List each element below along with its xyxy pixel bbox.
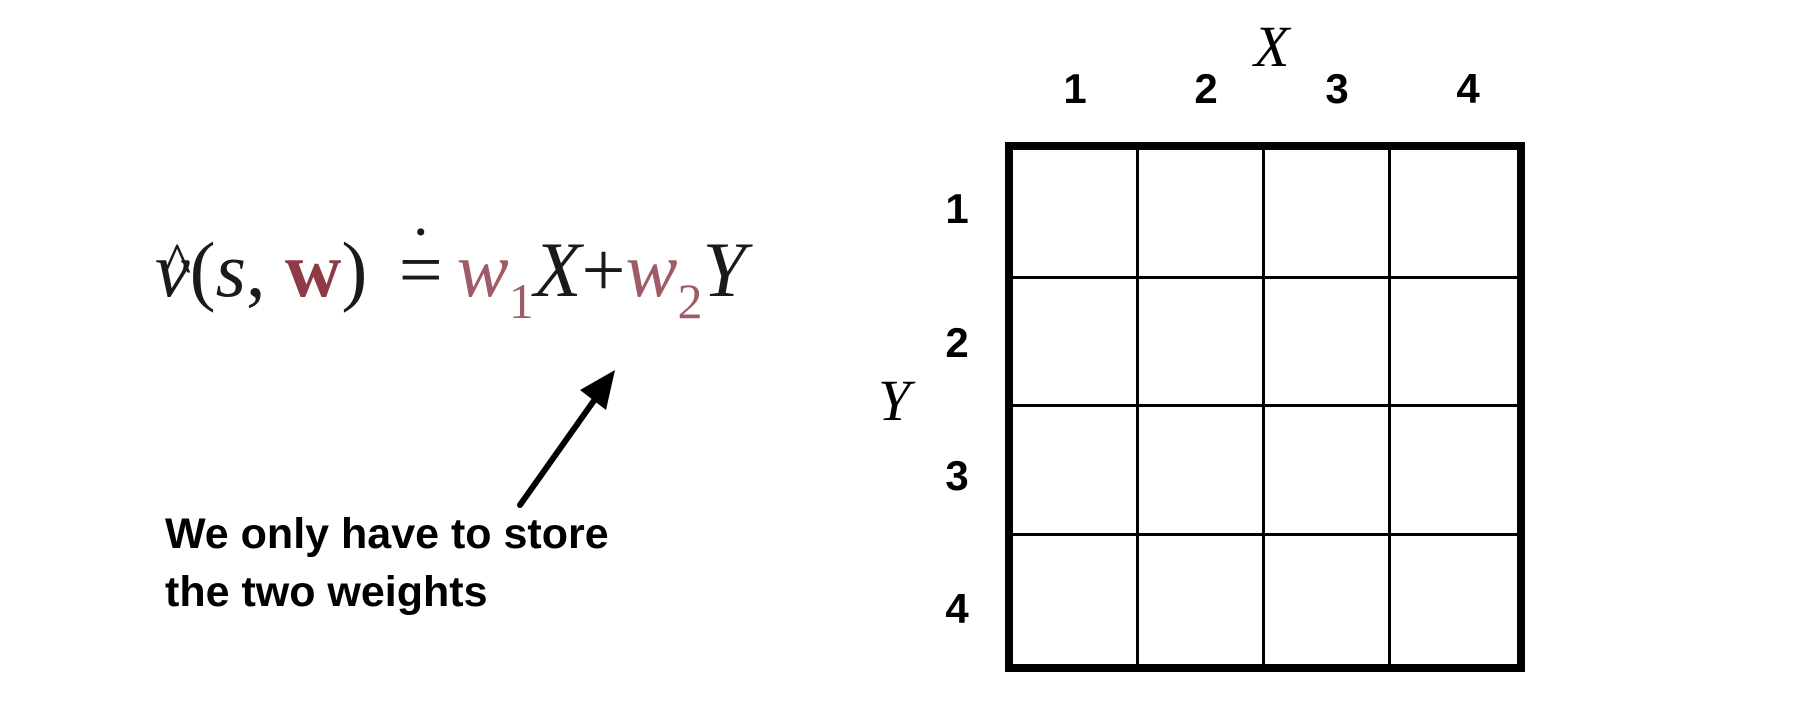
y-tick-2: 2 xyxy=(945,319,969,366)
grid-cell xyxy=(1139,407,1265,536)
defined-as-symbol: = · xyxy=(398,199,443,325)
grid-cell xyxy=(1139,278,1265,407)
weight-vector-symbol: w xyxy=(284,226,342,313)
x-feature-symbol: X xyxy=(533,226,582,313)
weight-2-subscript: 2 xyxy=(677,273,703,329)
grid-cell xyxy=(1391,536,1517,665)
hat-accent: ^ xyxy=(163,231,192,297)
grid-cell xyxy=(1139,150,1265,279)
annotation-line-1: We only have to store xyxy=(165,510,609,558)
x-tick-3: 3 xyxy=(1325,65,1349,112)
grid-cell xyxy=(1265,278,1391,407)
open-paren: ( xyxy=(189,226,216,313)
weight-1-symbol: w xyxy=(456,226,509,313)
weight-1-subscript: 1 xyxy=(508,273,534,329)
y-feature-symbol: Y xyxy=(702,226,746,313)
close-paren: ) xyxy=(341,226,368,313)
x-tick-2: 2 xyxy=(1194,65,1218,112)
value-function-equation: v ^ (s, w) = · w1X+w2Y xyxy=(155,199,746,329)
grid-cell xyxy=(1013,535,1139,664)
y-tick-1: 1 xyxy=(945,185,969,232)
grid-cell xyxy=(1265,150,1391,279)
plus-sign: + xyxy=(581,226,626,313)
grid-cell xyxy=(1139,535,1265,664)
grid-cell xyxy=(1265,407,1391,536)
v-hat-symbol: v ^ xyxy=(155,215,191,325)
state-grid xyxy=(1005,142,1525,672)
v-symbol: v xyxy=(155,226,190,313)
grid-cell xyxy=(1391,150,1517,279)
grid-cell xyxy=(1013,407,1139,536)
comma: , xyxy=(245,226,266,313)
dot-above: · xyxy=(410,199,431,265)
y-axis-title: Y xyxy=(878,368,911,433)
x-axis-title: X xyxy=(1254,14,1290,79)
grid-cell xyxy=(1013,150,1139,279)
x-tick-4: 4 xyxy=(1456,65,1480,112)
x-tick-1: 1 xyxy=(1063,65,1087,112)
y-tick-4: 4 xyxy=(945,585,969,632)
annotation-line-2: the two weights xyxy=(165,568,488,616)
grid-cell xyxy=(1013,278,1139,407)
equals-sign: = xyxy=(398,226,443,313)
weight-2-symbol: w xyxy=(625,226,678,313)
y-tick-3: 3 xyxy=(945,452,969,499)
weights-annotation: We only have to store the two weights xyxy=(165,505,609,621)
state-symbol: s xyxy=(215,226,246,313)
grid-cell xyxy=(1265,535,1391,664)
grid-cell xyxy=(1391,279,1517,407)
pointer-arrow-icon xyxy=(517,370,615,508)
grid-cell xyxy=(1391,407,1517,536)
